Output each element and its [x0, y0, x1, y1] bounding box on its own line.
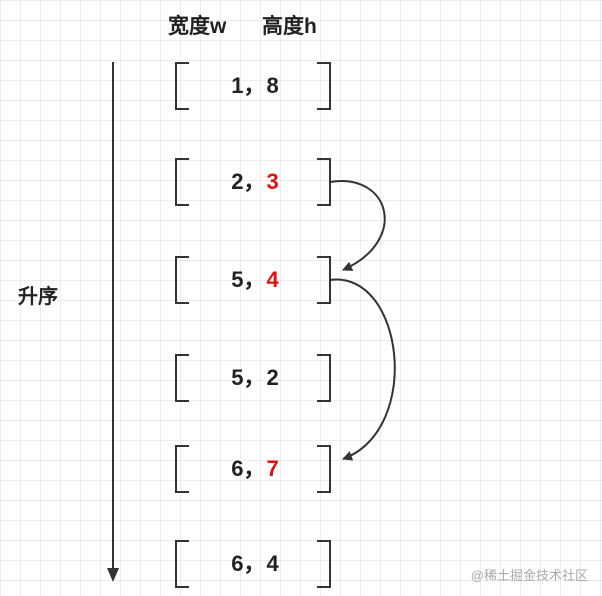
pair-width-value: 2 [231, 169, 244, 194]
pair-separator: ， [243, 456, 266, 481]
pair-width-value: 5 [231, 365, 244, 390]
pair-5: 6，7 [180, 454, 330, 484]
increase-arrow [329, 278, 396, 461]
pair-right-bracket [317, 62, 331, 110]
header-height: 高度h [262, 15, 317, 38]
pair-left-bracket [175, 354, 189, 402]
pair-separator: ， [243, 169, 266, 194]
pair-height-value: 8 [266, 73, 279, 98]
pair-left-bracket [175, 256, 189, 304]
watermark: @稀土掘金技术社区 [470, 568, 588, 583]
pair-height-value: 2 [266, 365, 279, 390]
pair-width-value: 6 [231, 551, 244, 576]
pair-6: 6，4 [180, 549, 330, 579]
pair-right-bracket [317, 354, 331, 402]
pair-separator: ， [243, 365, 266, 390]
pair-width-value: 1 [231, 73, 244, 98]
axis-arrowhead [107, 568, 119, 582]
header-width: 宽度w [168, 15, 227, 38]
pair-width-value: 6 [231, 456, 244, 481]
pair-separator: ， [243, 267, 266, 292]
pair-width-value: 5 [231, 267, 244, 292]
pair-separator: ， [243, 73, 266, 98]
sort-direction-axis [107, 62, 119, 582]
pair-left-bracket [175, 158, 189, 206]
pair-left-bracket [175, 445, 189, 493]
increase-arrow [329, 180, 386, 271]
pair-left-bracket [175, 62, 189, 110]
pair-4: 5，2 [180, 363, 330, 393]
pair-height-value-highlighted: 7 [266, 456, 279, 481]
pair-height-value: 4 [266, 551, 279, 576]
pair-right-bracket [317, 445, 331, 493]
pair-separator: ， [243, 551, 266, 576]
pair-2: 2，3 [180, 167, 330, 197]
pair-left-bracket [175, 540, 189, 588]
pair-3: 5，4 [180, 265, 330, 295]
sort-order-label: 升序 [18, 286, 58, 308]
pair-height-value-highlighted: 3 [266, 169, 279, 194]
pair-right-bracket [317, 540, 331, 588]
pair-1: 1，8 [180, 71, 330, 101]
pair-height-value-highlighted: 4 [266, 267, 279, 292]
